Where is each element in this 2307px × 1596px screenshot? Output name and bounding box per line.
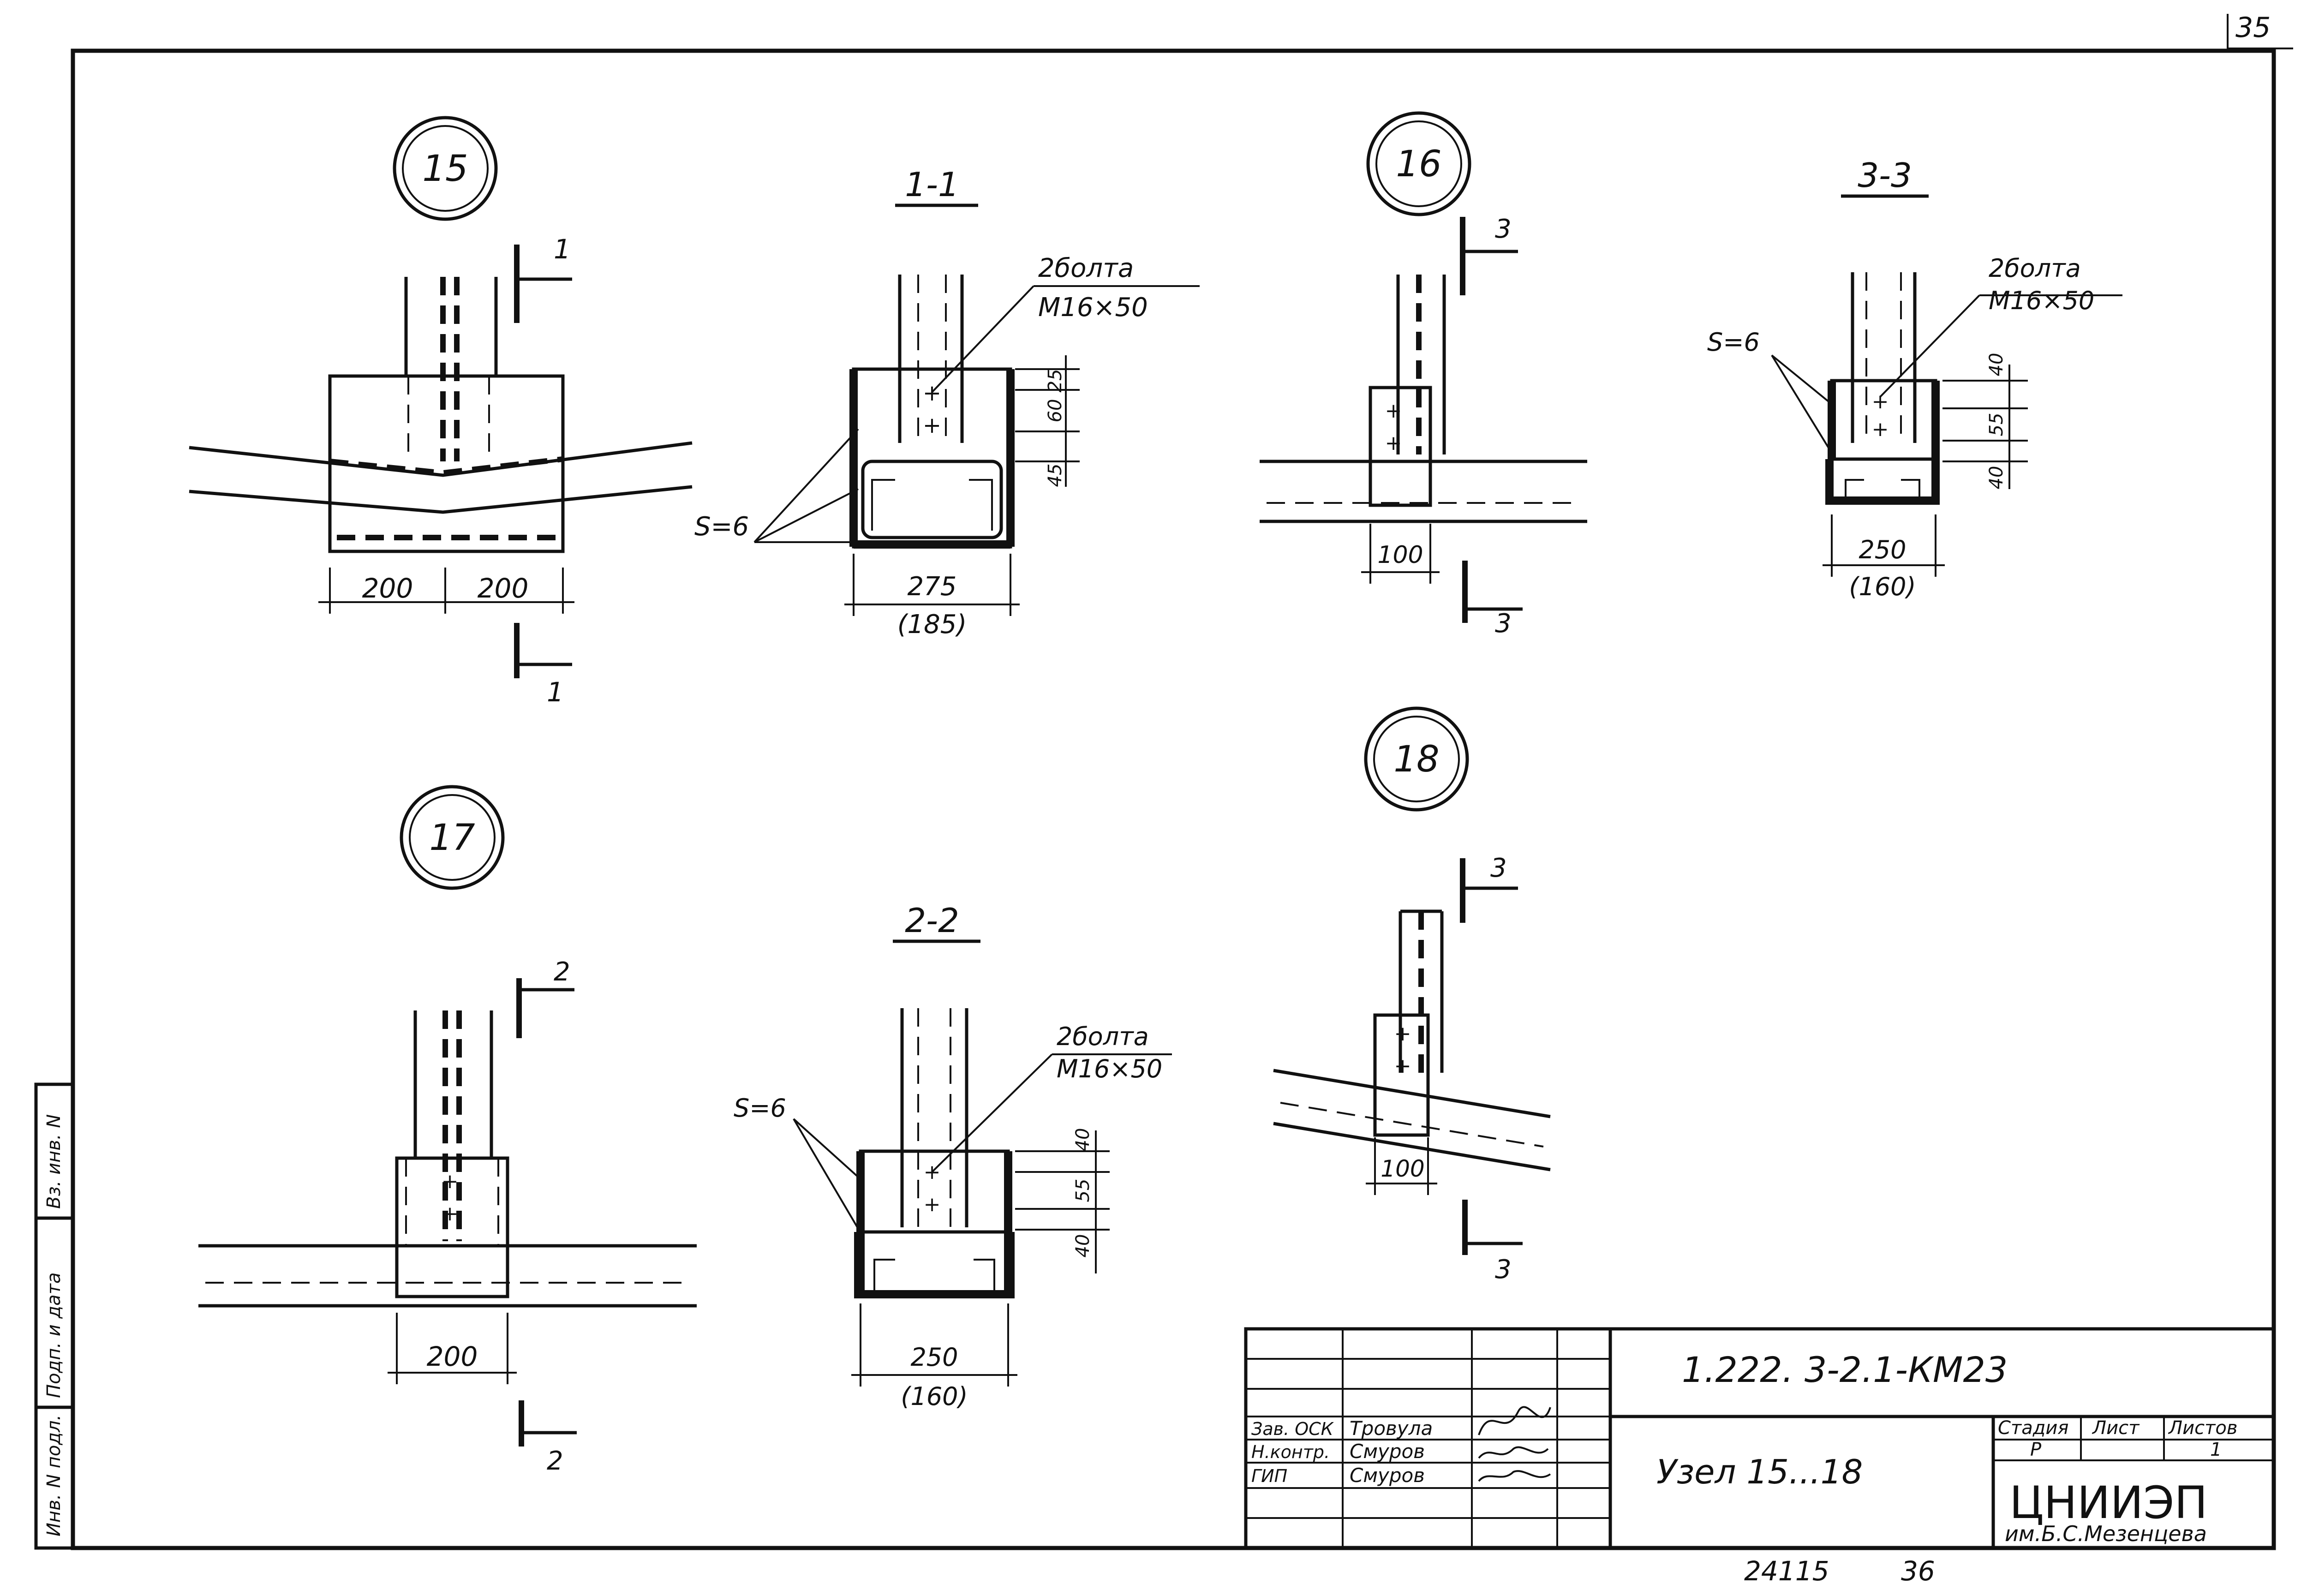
section-3-3-bolt-bottom: + [1872, 418, 1889, 441]
section-1-1-dim-185: (185) [897, 610, 967, 640]
section-2-2-dim-160: (160) [901, 1382, 968, 1411]
section-1-1: 1-1 + + 2болта М16×50 S=6 25 [694, 165, 1200, 640]
section-3-3-weld: S=6 [1707, 328, 1760, 357]
node-16-bolt-top: + [1385, 399, 1402, 423]
section-2-2-bolt-label: 2болта [1057, 1022, 1149, 1051]
node-18-bolt-bottom: + [1394, 1054, 1411, 1078]
sheet-corner-number: 35 [2235, 12, 2271, 44]
node-18-dim-100: 100 [1381, 1155, 1424, 1182]
role-1: Н.контр. [1251, 1442, 1330, 1462]
node-16-number: 16 [1396, 143, 1441, 185]
node-18-section-mark-top: 3 [1490, 853, 1507, 883]
side-stamp-vz: Вз. инв. N [43, 1114, 65, 1209]
node-15-section-mark-top: 1 [554, 233, 571, 265]
signature-1 [1478, 1446, 1549, 1459]
title-block: 1.222. 3-2.1-КМ23 Узел 15...18 Стадия Ли… [1244, 1327, 2276, 1550]
node-16: 16 + + 100 3 3 [1260, 111, 1587, 639]
node-15-number: 15 [422, 148, 468, 190]
node-18: 18 + + 100 3 3 [1273, 706, 1551, 1285]
node-17-bolt-top: + [442, 1170, 459, 1193]
section-2-2-bolt-bottom: + [924, 1193, 941, 1216]
node-17-bolt-bottom: + [442, 1202, 459, 1225]
name-0: Тровула [1350, 1417, 1433, 1440]
title-block-org: ЦНИИЭП [2009, 1477, 2208, 1529]
section-2-2: 2-2 + + 2болта М16×50 S=6 40 55 40 250 (… [734, 901, 1172, 1411]
section-1-1-weld: S=6 [694, 512, 749, 542]
title-block-org-sub: им.Б.С.Мезенцева [2005, 1521, 2207, 1546]
section-3-3-dim-55: 55 [1986, 413, 2007, 436]
title-block-title: Узел 15...18 [1656, 1453, 1863, 1491]
section-1-1-dim-60: 60 [1045, 399, 1066, 423]
role-2: ГИП [1251, 1466, 1287, 1486]
node-18-bolt-top: + [1394, 1022, 1411, 1046]
section-3-3-title: 3-3 [1858, 156, 1912, 195]
node-18-section-mark-bottom: 3 [1495, 1255, 1512, 1285]
footer-left-number: 24115 [1744, 1555, 1829, 1587]
signature-0 [1478, 1406, 1551, 1435]
node-15: 15 200 200 1 1 [189, 116, 693, 708]
section-2-2-bolt-top: + [924, 1160, 941, 1184]
name-2: Смуров [1350, 1464, 1425, 1487]
sheet-frame: 35 [71, 12, 2293, 1550]
side-stamp-sign: Подп. и дата [43, 1273, 65, 1398]
title-block-stage: Р [2030, 1439, 2042, 1460]
node-15-section-mark-bottom: 1 [547, 676, 564, 708]
section-1-1-dim-25: 25 [1045, 369, 1066, 393]
section-3-3-dim-40-top: 40 [1986, 353, 2007, 377]
side-stamp-inv: Инв. N подл. [43, 1415, 65, 1536]
section-3-3-dim-250: 250 [1859, 535, 1906, 564]
footer-right-number: 36 [1901, 1555, 1935, 1587]
section-2-2-dim-40-top: 40 [1072, 1128, 1094, 1152]
section-1-1-bolt-size: М16×50 [1038, 293, 1148, 323]
title-block-col-sheet: Лист [2092, 1417, 2140, 1439]
name-1: Смуров [1350, 1440, 1425, 1463]
section-2-2-bolt-size: М16×50 [1057, 1054, 1162, 1083]
section-1-1-dim-275: 275 [908, 572, 957, 602]
title-block-code: 1.222. 3-2.1-КМ23 [1682, 1349, 2008, 1390]
section-3-3: 3-3 + + 2болта М16×50 S=6 40 55 40 250 (… [1707, 156, 2122, 601]
section-2-2-title: 2-2 [905, 901, 959, 940]
section-2-2-dim-55: 55 [1072, 1179, 1094, 1202]
node-16-dim-100: 100 [1377, 541, 1423, 569]
signature-2 [1478, 1470, 1551, 1482]
title-block-col-sheets: Листов [2168, 1417, 2237, 1439]
section-2-2-weld: S=6 [734, 1094, 786, 1123]
section-3-3-bolt-label: 2болта [1989, 254, 2081, 283]
section-3-3-bolt-size: М16×50 [1989, 286, 2094, 315]
node-17-section-mark-bottom: 2 [547, 1446, 563, 1476]
side-stamp: Инв. N подл. Подп. и дата Вз. инв. N [34, 1082, 75, 1550]
node-18-number: 18 [1393, 739, 1439, 780]
node-16-section-mark-top: 3 [1495, 214, 1512, 244]
node-17: 17 + + 200 2 2 [198, 785, 697, 1476]
title-block-sheets: 1 [2210, 1439, 2222, 1460]
role-0: Зав. ОСК [1251, 1419, 1334, 1439]
section-1-1-bolt-bottom: + [923, 412, 941, 438]
section-2-2-dim-40-bottom: 40 [1072, 1234, 1094, 1258]
node-16-bolt-bottom: + [1385, 431, 1402, 455]
node-17-dim-200: 200 [427, 1341, 478, 1372]
title-block-col-stage: Стадия [1998, 1417, 2068, 1439]
section-3-3-dim-40-bottom: 40 [1986, 466, 2007, 490]
node-16-section-mark-bottom: 3 [1495, 609, 1512, 639]
section-1-1-title: 1-1 [905, 165, 959, 204]
node-17-section-mark-top: 2 [554, 957, 570, 987]
section-3-3-bolt-top: + [1872, 390, 1889, 413]
section-1-1-bolt-label: 2болта [1038, 253, 1134, 283]
node-15-dim-left: 200 [362, 573, 413, 604]
section-1-1-dim-45: 45 [1045, 464, 1066, 487]
node-15-dim-right: 200 [478, 573, 529, 604]
section-2-2-dim-250: 250 [910, 1343, 958, 1372]
section-3-3-dim-160: (160) [1849, 572, 1916, 601]
node-17-number: 17 [429, 817, 475, 859]
